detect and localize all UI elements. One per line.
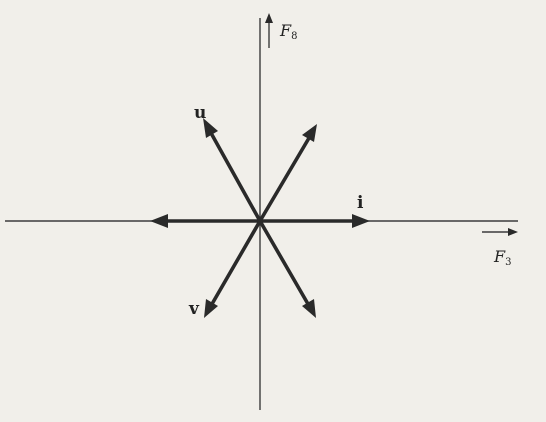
vector-i-label: i	[357, 193, 364, 213]
vector-i-arrowhead	[352, 214, 370, 228]
vector-lower-right	[258, 219, 310, 306]
vector-v-label: v	[188, 299, 200, 319]
horizontal-axis-arrowhead	[508, 228, 518, 236]
vector-u-label: u	[194, 103, 206, 123]
vector-lower-right-arrowhead	[302, 299, 316, 318]
horizontal-axis-label: F3	[493, 247, 511, 268]
vector-left-arrowhead	[150, 214, 168, 228]
vertical-axis-label: F8	[279, 21, 297, 42]
vector-u	[209, 131, 262, 223]
vector-upper-right	[258, 136, 311, 223]
horizontal-axis-label-sub: 3	[505, 257, 511, 268]
vector-v	[210, 219, 262, 306]
vertical-axis-label-sub: 8	[291, 31, 297, 42]
vertical-axis-arrowhead	[265, 13, 273, 23]
vector-u-arrowhead	[203, 118, 218, 138]
vector-upper-right-arrowhead	[302, 124, 317, 142]
vector-v-arrowhead	[204, 299, 218, 318]
